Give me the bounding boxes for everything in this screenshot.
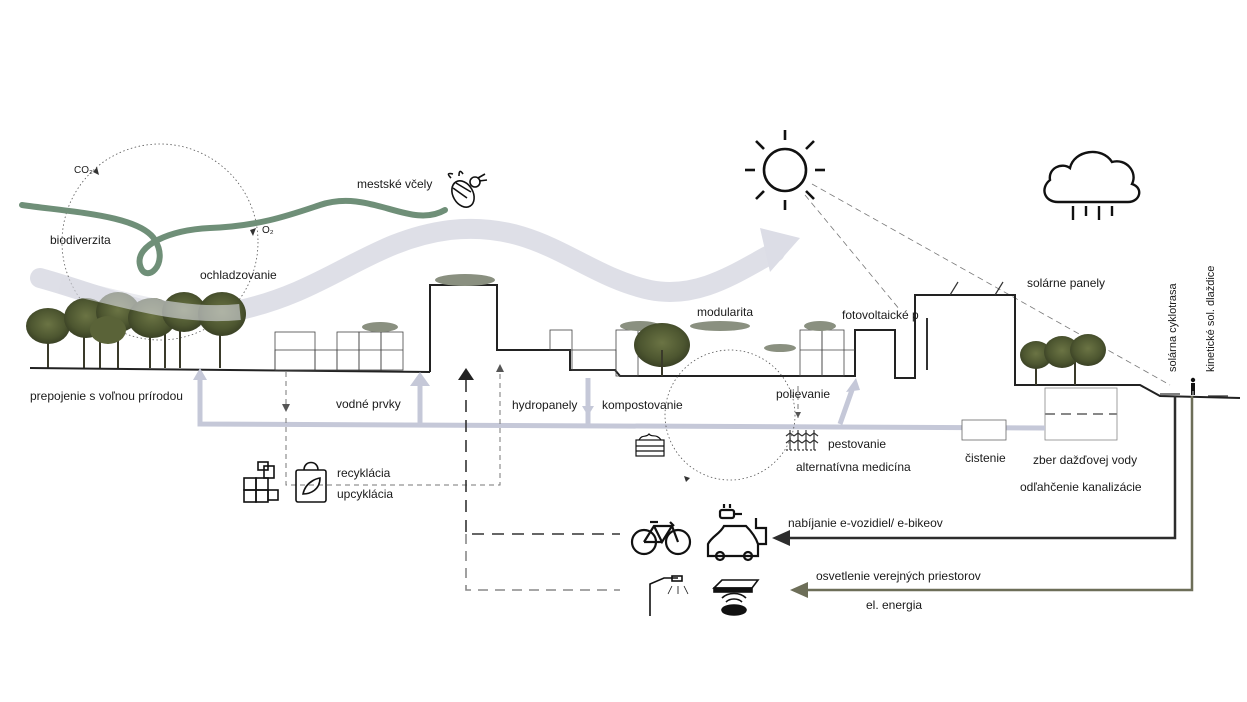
sun-icon [745, 130, 825, 210]
biodiversity-label: biodiverzita [50, 233, 111, 247]
biodiversity-line [19, 197, 448, 277]
composting-label: kompostovanie [602, 398, 683, 412]
sewer-relief-label: odľahčenie kanalizácie [1020, 480, 1142, 494]
energy-lines [790, 396, 1194, 592]
cooling-label: ochladzovanie [200, 268, 277, 282]
upcycling-label: upcyklácia [337, 487, 394, 501]
person-icon [1190, 377, 1196, 395]
recycle-blocks-icon [243, 461, 279, 503]
rainwater-collection-label: zber dažďovej vody [1033, 453, 1138, 467]
alternative-medicine-label: alternatívna medicína [796, 460, 911, 474]
tree-group-right [1020, 334, 1106, 385]
rainwater-tank [1044, 387, 1118, 441]
solar-panels-label: solárne panely [1027, 276, 1106, 290]
ev-charging-label: nabíjanie e-vozidiel/ e-bikeov [788, 516, 943, 530]
recycle-bag-icon [295, 461, 327, 503]
energy-dashed-lines [465, 380, 620, 591]
kinetic-tiles-label: kinetické sol. dlaždice [1205, 265, 1217, 372]
plants-icon [785, 430, 819, 451]
street-lamp-icon [649, 575, 689, 616]
co2-cycle-circle [61, 143, 259, 341]
co2-label: CO₂ [74, 165, 93, 176]
solar-panels [926, 281, 1228, 397]
photovoltaic-label: fotovoltaické p [842, 308, 919, 322]
module-boxes [274, 329, 855, 377]
watering-label: polievanie [776, 387, 831, 401]
bicycle-icon [630, 520, 692, 556]
kinetic-tile-icon [712, 579, 760, 616]
solar-bike-path-label: solárna cyklotrasa [1167, 283, 1179, 372]
modularity-label: modularita [697, 305, 754, 319]
compost-box-icon [635, 433, 665, 457]
cleaning-box [961, 419, 1007, 441]
compost-cycle-circle [664, 349, 796, 481]
public-lighting-label: osvetlenie verejných priestorov [816, 569, 981, 583]
rooftop-plants [362, 274, 836, 352]
cleaning-label: čistenie [965, 451, 1006, 465]
water-features-label: vodné prvky [336, 397, 401, 411]
sun-rays [804, 183, 1171, 386]
electric-energy-label: el. energia [866, 598, 923, 612]
tree-middle [634, 323, 690, 367]
bee-icon [447, 170, 488, 208]
growing-label: pestovanie [828, 437, 887, 451]
water-network [197, 378, 1046, 431]
nature-connection-label: prepojenie s voľnou prírodou [30, 389, 183, 403]
electric-car-icon [706, 504, 768, 562]
o2-label: O₂ [262, 225, 274, 236]
urban-bees-label: mestské včely [357, 177, 433, 191]
terrain-line [29, 284, 1241, 399]
recycling-label: recyklácia [337, 466, 391, 480]
rain-cloud-icon [1043, 150, 1141, 220]
hydropanels-label: hydropanely [512, 398, 578, 412]
